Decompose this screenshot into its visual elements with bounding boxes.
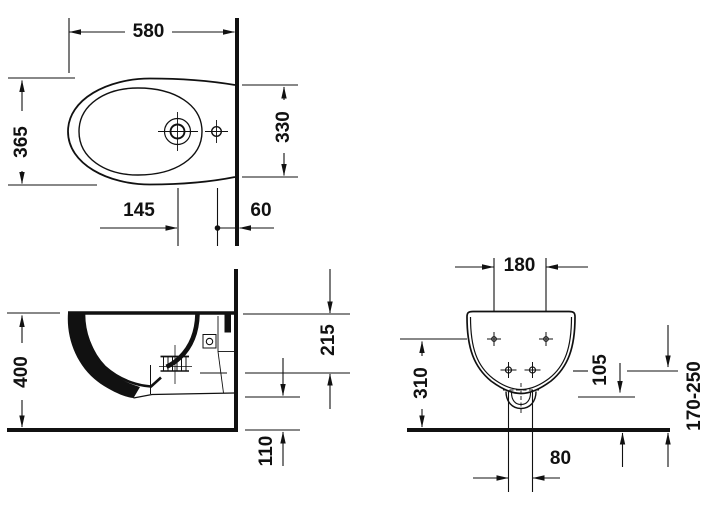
dim-lower-hole-spacing: 80 <box>549 448 572 469</box>
wall-bracket <box>224 314 231 333</box>
wall-line-top-view <box>235 18 239 246</box>
bidet-body-front <box>466 310 576 395</box>
bidet-basin-rim <box>78 87 203 176</box>
dim-underside-clearance: 110 <box>256 435 277 466</box>
tap-hole <box>158 112 198 151</box>
drain-strainer <box>159 345 192 384</box>
bidet-outer-rim <box>67 77 236 186</box>
floor-line-side-view <box>7 428 238 432</box>
fixing-hole-section <box>205 337 214 346</box>
dim-tap-hole-spacing: 145 <box>123 200 155 221</box>
overflow-channel <box>165 313 200 369</box>
side-view <box>7 269 350 466</box>
dim-rim-to-outlet: 215 <box>318 323 339 356</box>
dim-upper-hole-spacing: 180 <box>503 255 536 276</box>
top-view <box>8 18 298 246</box>
dim-width-at-wall: 330 <box>272 110 294 143</box>
lower-fixing-holes <box>500 362 541 378</box>
supply-hole <box>205 120 228 143</box>
dim-outlet-drop: 105 <box>589 353 611 386</box>
dim-hole-to-wall: 60 <box>250 200 272 221</box>
drain-spigot <box>503 383 539 413</box>
dim-fixing-hole-height: 310 <box>410 366 432 399</box>
upper-fixing-holes <box>487 332 553 346</box>
dim-outlet-height-range: 170-250 <box>683 360 705 431</box>
front-view <box>400 258 678 492</box>
basin-inner-curve <box>82 313 162 388</box>
dimension-dot <box>214 225 221 231</box>
bottom-edge <box>133 392 235 399</box>
wall-line-side-view <box>234 269 238 432</box>
front-wall-section <box>67 313 140 398</box>
floor-line-front-view <box>407 428 670 432</box>
dim-overall-width: 580 <box>132 20 165 42</box>
dim-overall-depth: 365 <box>10 125 32 158</box>
dim-rim-height: 400 <box>10 355 32 388</box>
